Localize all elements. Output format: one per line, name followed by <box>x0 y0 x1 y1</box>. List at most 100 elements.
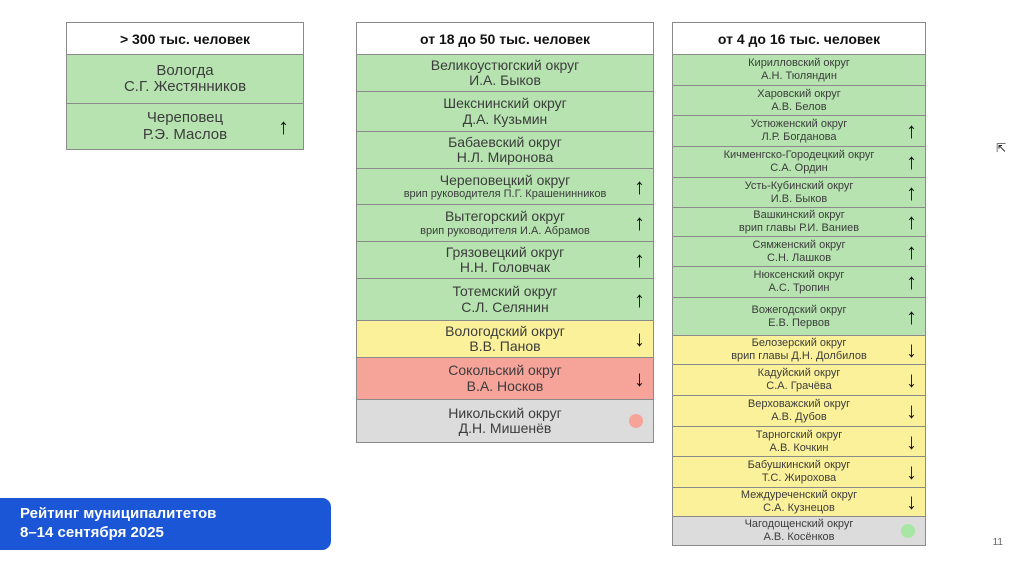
district-name: Чагодощенский округ <box>744 518 854 531</box>
district-name: Тарногский округ <box>755 428 843 441</box>
district-name: Череповецкий округ <box>439 171 571 188</box>
arrow-down-icon: ↓ <box>634 326 645 351</box>
head-name: Н.Н. Головчак <box>459 259 551 275</box>
head-name: С.А. Грачёва <box>766 380 832 392</box>
district-name: Великоустюгский округ <box>430 56 580 73</box>
head-name: Е.В. Первов <box>768 316 830 329</box>
arrow-down-icon: ↓ <box>906 337 917 362</box>
arrow-up-icon: ↑ <box>634 210 645 235</box>
district-name: Череповец <box>146 109 224 126</box>
district-name: Вологодский округ <box>445 322 565 339</box>
district-name: Усть-Кубинский округ <box>744 179 854 192</box>
arrow-down-icon: ↓ <box>634 365 645 391</box>
head-name: врип главы Р.И. Ваниев <box>738 222 860 234</box>
head-name: С.Г. Жестянников <box>123 78 247 95</box>
head-name: А.С. Тропин <box>768 282 830 294</box>
head-name: врип главы Д.Н. Долбилов <box>731 350 867 362</box>
head-name: С.А. Ордин <box>770 162 828 174</box>
district-name: Вашкинский округ <box>753 209 845 222</box>
page-number: 11 <box>992 537 1003 548</box>
district-name: Вытегорский округ <box>444 208 566 225</box>
arrow-down-icon: ↓ <box>906 489 917 514</box>
district-name: Кадуйский округ <box>757 367 841 380</box>
head-name: А.В. Белов <box>771 100 827 113</box>
district-name: Кичменгско-Городецкий округ <box>723 149 875 162</box>
district-name: Грязовецкий округ <box>445 243 565 260</box>
head-name: Д.А. Кузьмин <box>462 110 548 127</box>
status-dot <box>629 414 643 428</box>
arrow-up-icon: ↑ <box>634 247 645 272</box>
district-name: Кирилловский округ <box>748 57 850 70</box>
arrow-up-icon: ↑ <box>906 209 917 234</box>
head-name: врип руководителя И.А. Абрамов <box>420 224 590 237</box>
district-name: Вожегодский округ <box>751 303 847 316</box>
head-name: А.В. Дубов <box>771 411 827 423</box>
head-name: В.В. Панов <box>469 338 541 354</box>
group-header: от 4 до 16 тыс. человек <box>673 23 925 55</box>
head-name: Т.С. Жирохова <box>761 472 837 484</box>
head-name: врип руководителя П.Г. Крашенинников <box>403 188 607 201</box>
head-name: Р.Э. Маслов <box>142 125 228 143</box>
rating-badge: Рейтинг муниципалитетов 8–14 сентября 20… <box>0 498 331 550</box>
district-name: Нюксенский округ <box>753 269 845 282</box>
head-name: А.Н. Тюляндин <box>761 70 837 82</box>
group-table-18-50k: от 18 до 50 тыс. человек Великоустюгский… <box>356 22 654 443</box>
district-name: Верховажский округ <box>747 398 851 411</box>
group-header: от 18 до 50 тыс. человек <box>357 23 653 55</box>
group-header: > 300 тыс. человек <box>67 23 303 55</box>
head-name: С.Л. Селянин <box>461 298 549 315</box>
head-name: С.Н. Лашков <box>766 251 832 264</box>
group-table-4-16k: от 4 до 16 тыс. человек Кирилловский окр… <box>672 22 926 546</box>
arrow-up-icon: ↑ <box>906 118 917 143</box>
district-name: Бабушкинский округ <box>747 459 851 472</box>
cursor-icon: ⇱ <box>996 141 1007 155</box>
arrow-up-icon: ↑ <box>906 269 917 294</box>
district-name: Сокольский округ <box>448 362 562 379</box>
arrow-up-icon: ↑ <box>906 179 917 205</box>
head-name: С.А. Кузнецов <box>763 502 835 514</box>
head-name: Л.Р. Богданова <box>761 131 837 143</box>
district-name: Сямженский округ <box>752 238 846 251</box>
arrow-down-icon: ↓ <box>906 398 917 423</box>
head-name: И.А. Быков <box>469 72 541 88</box>
badge-dates: 8–14 сентября 2025 <box>20 524 164 541</box>
head-name: А.В. Косёнков <box>763 531 835 543</box>
badge-title: Рейтинг муниципалитетов <box>20 505 217 523</box>
district-name: Никольский округ <box>448 404 562 421</box>
arrow-down-icon: ↓ <box>906 367 917 392</box>
arrow-up-icon: ↑ <box>906 303 917 329</box>
head-name: Д.Н. Мишенёв <box>458 420 552 436</box>
district-name: Тотемский округ <box>452 283 558 300</box>
arrow-up-icon: ↑ <box>906 238 917 264</box>
district-name: Белозерский округ <box>751 337 847 350</box>
status-dot <box>901 524 915 538</box>
